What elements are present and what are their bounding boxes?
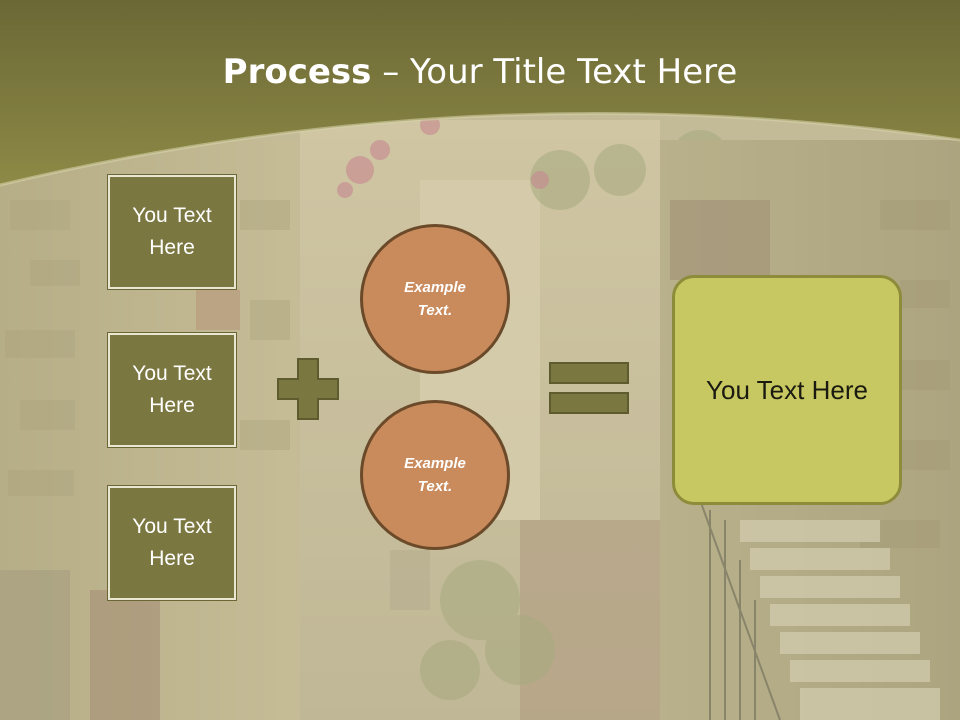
title-dash: – — [371, 52, 411, 92]
circle-label: Example Text. — [404, 455, 466, 495]
text-box-label: You Text Here — [132, 515, 212, 570]
example-circle-1[interactable]: Example Text. — [360, 224, 510, 374]
text-box-3[interactable]: You Text Here — [108, 486, 236, 600]
text-box-1[interactable]: You Text Here — [108, 175, 236, 289]
result-label: You Text Here — [706, 374, 868, 405]
circle-label: Example Text. — [404, 279, 466, 319]
plus-icon — [277, 358, 339, 420]
equals-icon — [549, 362, 629, 414]
text-box-label: You Text Here — [132, 204, 212, 259]
text-box-label: You Text Here — [132, 362, 212, 417]
example-circle-2[interactable]: Example Text. — [360, 400, 510, 550]
title-rest: Your Title Text Here — [410, 52, 738, 92]
title-bold: Process — [222, 52, 372, 92]
slide-title: Process – Your Title Text Here — [0, 52, 960, 92]
result-box[interactable]: You Text Here — [672, 275, 902, 505]
text-box-2[interactable]: You Text Here — [108, 333, 236, 447]
